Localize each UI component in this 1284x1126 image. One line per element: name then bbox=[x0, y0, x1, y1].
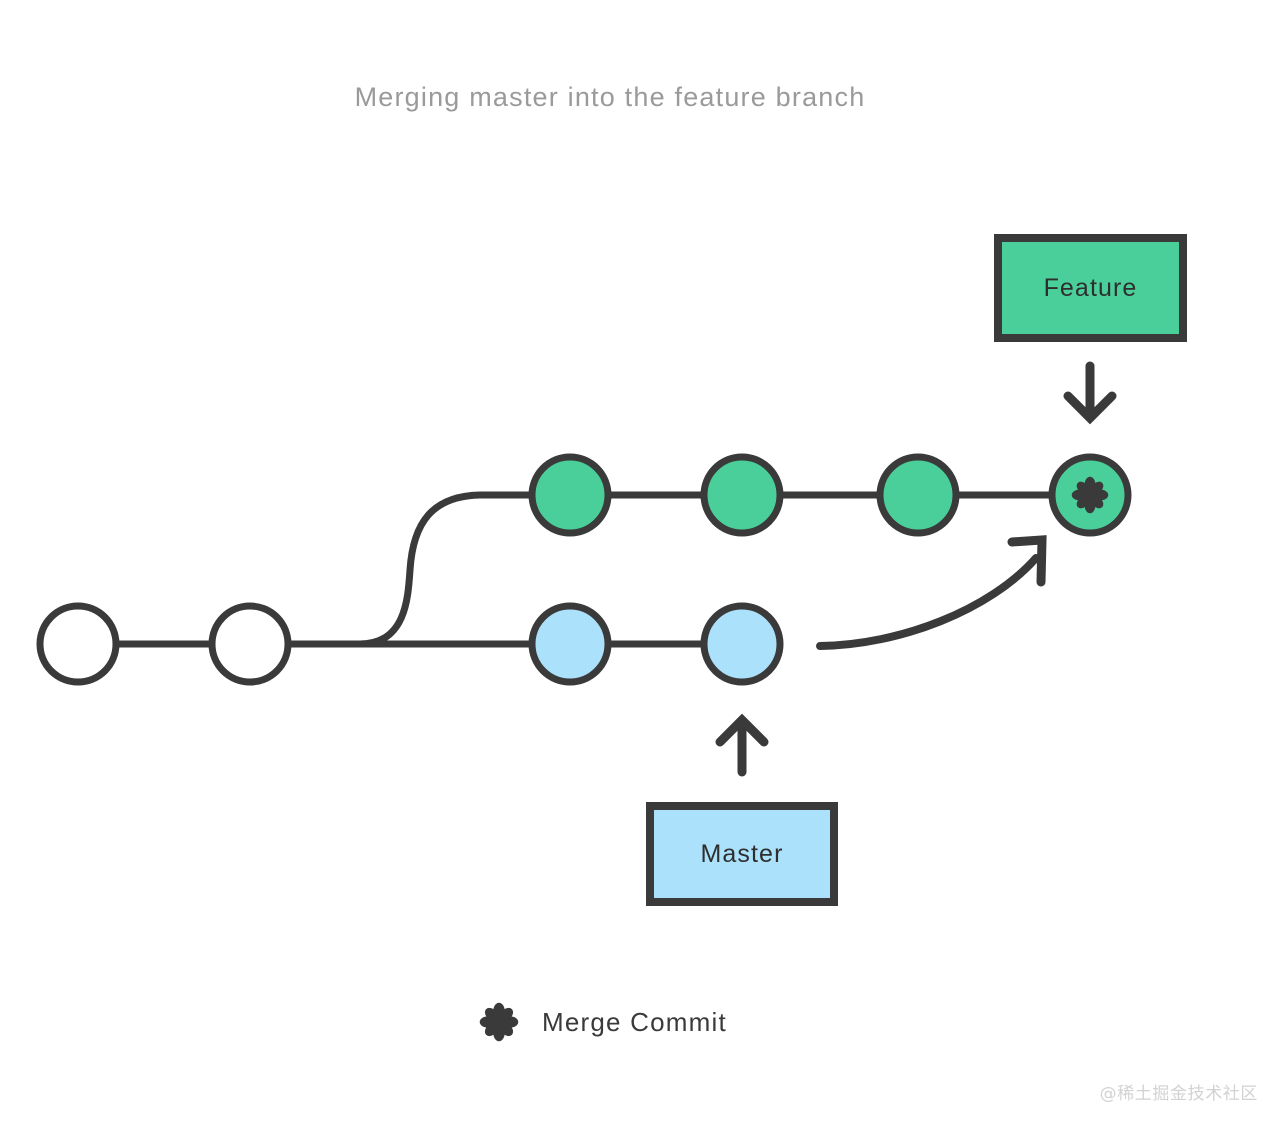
feature-pointer-arrow bbox=[1063, 361, 1117, 425]
merge-commit-node bbox=[1048, 453, 1132, 537]
commit-node-f2 bbox=[700, 453, 784, 537]
feature-box-label: Feature bbox=[1043, 274, 1138, 302]
master-label-box[interactable] bbox=[646, 802, 838, 906]
merge-arrow-curve bbox=[816, 554, 1040, 650]
feature-box-rect[interactable] bbox=[994, 234, 1187, 342]
commit-node-c2 bbox=[208, 602, 292, 686]
commit-node-m2 bbox=[700, 602, 784, 686]
merge-arrow-group bbox=[816, 535, 1047, 650]
merge-commit-legend-icon bbox=[478, 998, 520, 1046]
feature-label-box[interactable] bbox=[994, 234, 1187, 342]
merge-arrow-head bbox=[1007, 535, 1047, 587]
legend: Merge Commit bbox=[478, 998, 727, 1046]
master-box-label: Master bbox=[700, 840, 784, 868]
feature-pointer-head bbox=[1063, 391, 1117, 425]
commit-node-f1 bbox=[528, 453, 612, 537]
master-pointer-head bbox=[715, 713, 769, 747]
commit-node-c1 bbox=[36, 602, 120, 686]
legend-label-merge-commit: Merge Commit bbox=[542, 1006, 727, 1037]
feature-branch-line-group bbox=[356, 491, 1094, 648]
page-title: Merging master into the feature branch bbox=[354, 82, 866, 112]
master-box-rect[interactable] bbox=[646, 802, 838, 906]
commit-node-m1 bbox=[528, 602, 612, 686]
commit-node-f3 bbox=[876, 453, 960, 537]
master-pointer-arrow bbox=[715, 713, 769, 777]
merge-commit-asterisk-icon bbox=[1071, 476, 1109, 514]
feature-branch-curve bbox=[356, 491, 1094, 648]
watermark: @稀土掘金技术社区 bbox=[1099, 1084, 1258, 1104]
